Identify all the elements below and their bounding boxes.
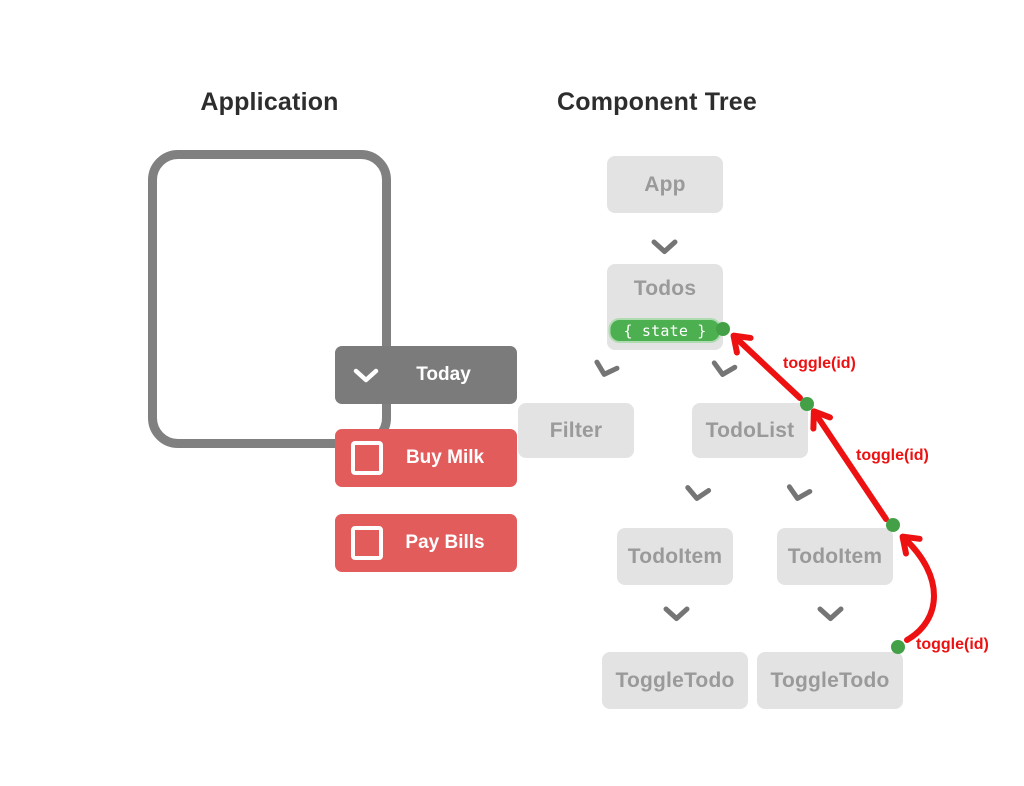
tree-node-label: ToggleTodo xyxy=(770,668,890,692)
dropdown-label: Today xyxy=(416,364,471,385)
tree-node-app: App xyxy=(607,156,723,213)
tree-node-todos: Todos { state } xyxy=(607,264,723,350)
tree-node-label: TodoItem xyxy=(627,544,723,568)
todo-label: Buy Milk xyxy=(405,447,485,468)
todo-label: Pay Bills xyxy=(405,532,485,553)
tree-node-todoitem-2: TodoItem xyxy=(777,528,893,585)
event-label-toggle-id: toggle(id) xyxy=(856,447,929,464)
chevron-down-icon xyxy=(353,368,379,382)
state-badge: { state } xyxy=(608,318,722,343)
tree-edge-chevron-icon xyxy=(683,484,712,504)
tree-edge-chevron-icon xyxy=(651,239,678,255)
tree-edge-chevron-icon xyxy=(784,483,814,505)
tree-node-label: Todos xyxy=(633,277,697,300)
tree-edge-chevron-icon xyxy=(663,606,690,622)
tree-node-label: TodoList xyxy=(705,418,795,442)
application-title: Application xyxy=(200,88,339,116)
tree-node-toggletodo-1: ToggleTodo xyxy=(602,652,748,709)
checkbox-icon[interactable] xyxy=(351,441,383,475)
todo-button-pay-bills[interactable]: Pay Bills xyxy=(335,514,517,572)
tree-node-todolist: TodoList xyxy=(692,403,808,458)
tree-node-label: ToggleTodo xyxy=(615,668,735,692)
checkbox-icon[interactable] xyxy=(351,526,383,560)
date-dropdown-button[interactable]: Today xyxy=(335,346,517,404)
event-arrow-todoitem-to-todolist xyxy=(810,408,889,522)
tree-node-filter: Filter xyxy=(518,403,634,458)
app-device-frame: Today Buy Milk Pay Bills xyxy=(148,150,517,572)
event-label-toggle-id: toggle(id) xyxy=(783,355,856,372)
tree-edge-chevron-icon xyxy=(590,358,620,381)
component-tree-title: Component Tree xyxy=(556,88,758,116)
tree-node-label: TodoItem xyxy=(787,544,883,568)
tree-node-label: App xyxy=(644,172,686,196)
tree-edge-chevron-icon xyxy=(817,606,844,622)
tree-edge-chevron-icon xyxy=(709,359,739,380)
todo-button-buy-milk[interactable]: Buy Milk xyxy=(335,429,517,487)
tree-node-label: Filter xyxy=(549,418,603,442)
tree-node-todoitem-1: TodoItem xyxy=(617,528,733,585)
event-arrow-toggletodo-to-todoitem xyxy=(899,533,937,643)
tree-node-toggletodo-2: ToggleTodo xyxy=(757,652,903,709)
event-label-toggle-id: toggle(id) xyxy=(916,636,989,653)
